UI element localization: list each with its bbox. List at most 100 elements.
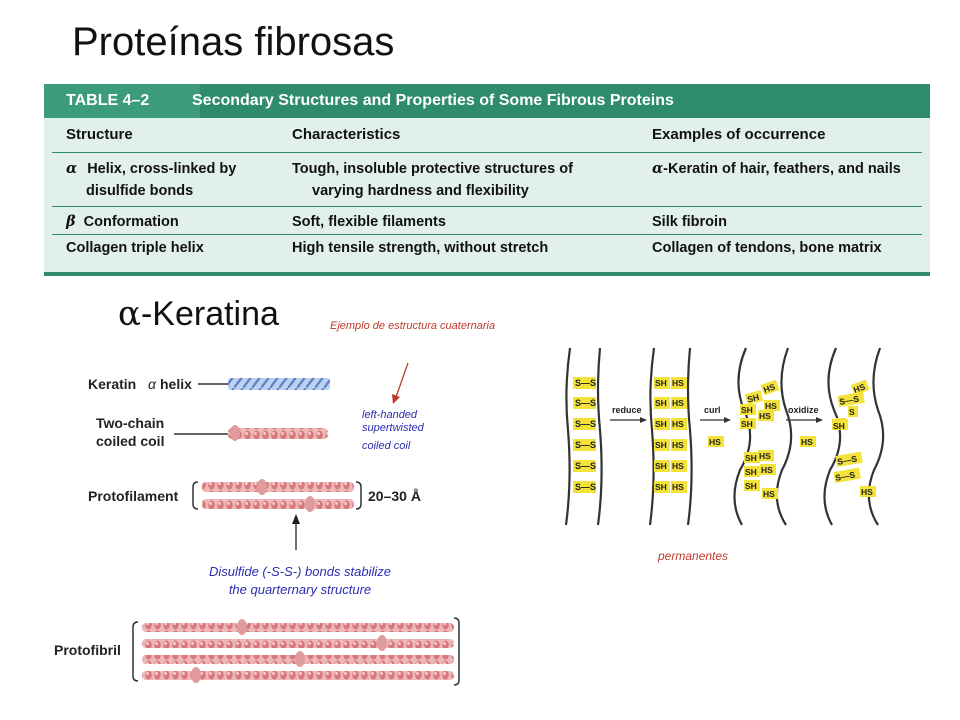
ss-tag <box>573 460 596 472</box>
fibrous-proteins-table: TABLE 4–2 Secondary Structures and Prope… <box>44 84 930 276</box>
sh-text: SH <box>745 481 757 491</box>
hs-tag <box>764 400 780 411</box>
hs-text: HS <box>761 465 773 475</box>
ss-tag <box>573 377 596 389</box>
ss-tag <box>573 418 596 430</box>
hs-text: HS <box>709 437 721 447</box>
s-text: S <box>849 407 855 417</box>
ss-tag <box>837 391 865 407</box>
table-number: TABLE 4–2 <box>44 84 200 118</box>
ss-text: S—S <box>834 469 856 482</box>
hs-text: HS <box>861 487 873 497</box>
sh-tag <box>654 418 670 430</box>
s-tag <box>848 406 858 417</box>
coil-strand <box>202 499 354 509</box>
sh-text: SH <box>741 419 753 429</box>
table-cell-characteristics: Tough, insoluble protective structures o… <box>292 161 573 199</box>
hs-tag <box>760 464 776 475</box>
sh-tag <box>744 480 760 491</box>
sh-text: SH <box>655 398 667 408</box>
red-arrow <box>395 362 409 398</box>
coil-knob <box>191 667 201 683</box>
hs-text: HS <box>759 451 771 461</box>
hs-tag <box>850 379 870 396</box>
row-rule <box>52 234 922 235</box>
bracket-right <box>453 617 460 686</box>
ss-text: S—S <box>575 482 596 492</box>
hs-text: HS <box>759 411 771 421</box>
sh-text: SH <box>833 421 845 431</box>
ss-tag <box>573 481 596 493</box>
sh-text: SH <box>655 461 667 471</box>
table-cell-characteristics: Soft, flexible filaments <box>292 214 446 230</box>
hs-text: HS <box>672 440 684 450</box>
hs-text: HS <box>762 381 777 395</box>
hs-tag <box>762 488 778 499</box>
row-rule <box>52 206 922 207</box>
hs-tag <box>671 439 687 451</box>
sh-tag <box>740 404 756 415</box>
hs-text: HS <box>763 489 775 499</box>
ss-text: S—S <box>575 378 596 388</box>
bracket-right <box>355 481 362 510</box>
coil-knob <box>230 425 240 441</box>
strand-1-right <box>596 347 603 526</box>
hs-tag <box>708 436 724 447</box>
column-header-examples: Examples of occurrence <box>652 126 826 143</box>
label-keratin-helix-suffix: helix <box>160 376 192 392</box>
hs-text: HS <box>672 419 684 429</box>
label-coiled-coil: coiled coil <box>96 433 164 449</box>
sh-text: SH <box>655 482 667 492</box>
sh-text: SH <box>655 419 667 429</box>
coil-strand <box>202 482 354 492</box>
sh-text: SH <box>655 440 667 450</box>
ss-text: S—S <box>575 419 596 429</box>
coil-knob <box>257 479 267 495</box>
hs-tag <box>758 450 774 461</box>
coil-knob <box>377 635 387 651</box>
keratin-structure-diagram: Keratin α helix Two-chain coiled coil Pr… <box>54 362 460 686</box>
sh-text: SH <box>745 467 757 477</box>
coil-knob <box>305 496 315 512</box>
two-chain-coil <box>228 428 328 439</box>
coil-strand <box>142 623 454 632</box>
coil-strand <box>142 671 454 680</box>
sh-tag <box>740 418 756 429</box>
sh-tag <box>654 439 670 451</box>
alpha-helix <box>228 378 330 390</box>
hs-tag <box>758 410 774 421</box>
ss-tag <box>573 397 596 409</box>
strand-4-right <box>867 347 885 526</box>
label-two-chain: Two-chain <box>96 415 164 431</box>
step-reduce: reduce <box>612 405 642 415</box>
arrow-head <box>640 417 647 423</box>
coil-strand <box>142 639 454 648</box>
permanent-wave-diagram: S—S S—S S—S S—S S—S S—S reduce SH HS SH … <box>564 347 885 526</box>
ss-tag <box>833 467 861 483</box>
label-keratin-helix-prefix: Keratin <box>88 376 136 392</box>
sh-text: SH <box>746 392 760 405</box>
hs-tag <box>860 486 876 497</box>
hs-text: HS <box>852 381 867 395</box>
hs-tag <box>671 460 687 472</box>
ss-text: S—S <box>575 440 596 450</box>
hs-tag <box>800 436 816 447</box>
strand-1-left <box>564 347 572 526</box>
hs-tag <box>671 397 687 409</box>
disulfide-note: Disulfide (-S-S-) bonds stabilize the qu… <box>208 564 392 597</box>
sh-text: SH <box>745 453 757 463</box>
hs-text: HS <box>672 482 684 492</box>
table-cell-example: Collagen of tendons, bone matrix <box>652 240 882 256</box>
ss-tag <box>835 451 863 467</box>
table-row: Collagen triple helix <box>66 240 204 256</box>
bracket-left <box>132 621 139 682</box>
quaternary-note: Ejemplo de estructura cuaternaria <box>330 320 496 332</box>
sh-tag <box>654 460 670 472</box>
ss-tag <box>573 439 596 451</box>
label-keratin-helix-greek: α <box>148 376 157 392</box>
table-row: α Helix, cross-linked by disulfide bonds <box>66 160 237 199</box>
dimension-label: 20–30 Å <box>368 488 421 504</box>
coil-knob <box>237 619 247 635</box>
hs-tag <box>671 377 687 389</box>
step-oxidize: oxidize <box>788 405 819 415</box>
